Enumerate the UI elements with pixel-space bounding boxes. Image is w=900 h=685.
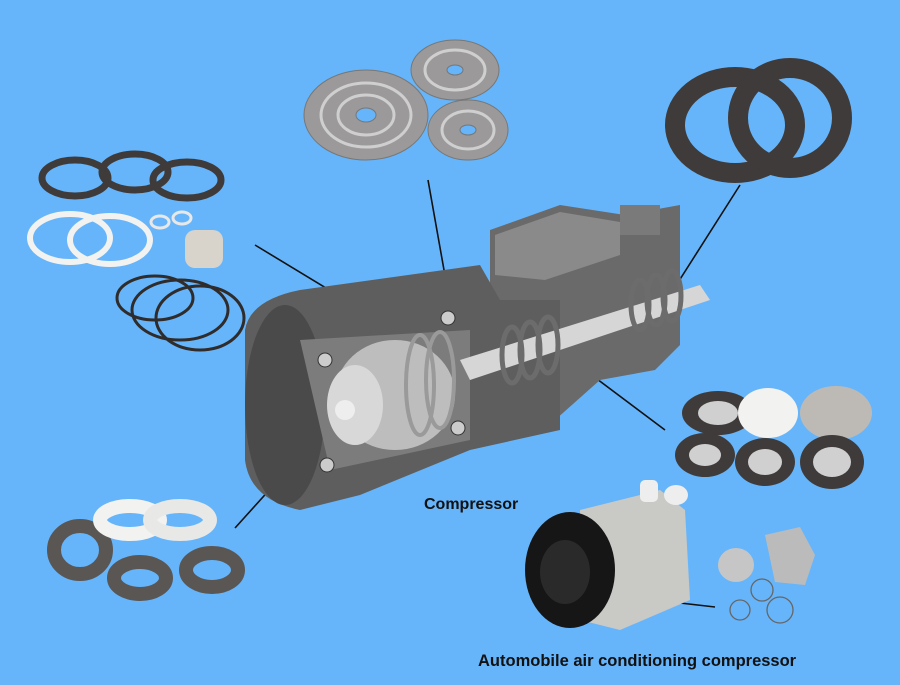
valve-plates	[303, 39, 509, 161]
piston-rings-dark-large	[665, 58, 852, 183]
compressor-label: Compressor	[424, 496, 519, 513]
automobile-compressor-photo	[525, 480, 815, 630]
seal-discs-right	[675, 386, 872, 489]
compressor-cutaway	[245, 205, 710, 510]
guide-bushings	[47, 499, 245, 601]
automobile-compressor-label: Automobile air conditioning compressor	[478, 652, 797, 670]
seal-rings-left	[27, 150, 246, 352]
